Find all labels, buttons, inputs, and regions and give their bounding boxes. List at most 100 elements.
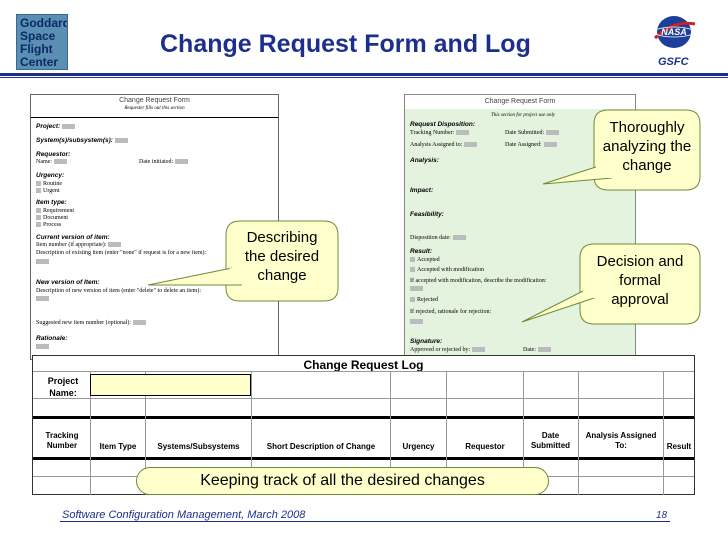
callout-line: change bbox=[257, 267, 307, 284]
item-type-option: Document bbox=[43, 215, 68, 221]
col-header-line: Tracking bbox=[45, 431, 79, 440]
modification-label: If accepted with modification, describe … bbox=[410, 278, 547, 284]
org-label: GSFC bbox=[658, 56, 689, 68]
rationale-label: Rationale: bbox=[36, 335, 68, 342]
approved-by-label: Approved or rejected by: bbox=[410, 347, 471, 353]
page-title: Change Request Form and Log bbox=[160, 30, 531, 58]
log-grid-line bbox=[33, 398, 694, 399]
item-type-checkbox[interactable] bbox=[36, 222, 41, 228]
title-divider-thin bbox=[0, 77, 728, 78]
callout-describing-bubble bbox=[225, 220, 339, 302]
col-result: Result bbox=[666, 442, 692, 451]
date-initiated-label: Date initiated: bbox=[139, 159, 174, 165]
date-initiated-field[interactable] bbox=[175, 159, 189, 165]
project-name-label: Project Name: bbox=[39, 375, 87, 399]
form-divider bbox=[31, 117, 278, 118]
callout-line: analyzing the bbox=[602, 138, 692, 155]
footer-text: Software Configuration Management, March… bbox=[62, 509, 306, 521]
log-col-line bbox=[446, 371, 447, 495]
item-number-field[interactable] bbox=[108, 242, 122, 248]
col-header-line: Submitted bbox=[530, 441, 571, 450]
date-assigned-label: Date Assigned: bbox=[505, 142, 542, 148]
project-name-field[interactable] bbox=[90, 374, 251, 396]
tracking-field[interactable] bbox=[456, 130, 470, 136]
item-type-label: Item type: bbox=[36, 199, 67, 206]
date-submitted-field[interactable] bbox=[546, 130, 560, 136]
project-label-line: Project bbox=[47, 376, 79, 386]
title-divider bbox=[0, 73, 728, 76]
urgency-checkbox[interactable] bbox=[36, 188, 41, 194]
callout-tracking: Keeping track of all the desired changes bbox=[136, 467, 549, 495]
log-col-line bbox=[145, 371, 146, 495]
rejection-field[interactable] bbox=[410, 319, 423, 325]
callout-line: change bbox=[622, 157, 672, 174]
current-version-label: Current version of item: bbox=[36, 234, 110, 241]
log-header-rule bbox=[33, 416, 694, 419]
col-header-line: Analysis Assigned bbox=[585, 431, 657, 440]
callout-line: Decision and bbox=[596, 253, 684, 270]
result-checkbox[interactable] bbox=[410, 267, 415, 273]
disposition-date-field[interactable] bbox=[452, 235, 466, 241]
date-submitted-label: Date Submitted: bbox=[505, 130, 545, 136]
suggested-number-label: Suggested new item number (optional): bbox=[36, 320, 131, 326]
tracking-label: Tracking Number: bbox=[410, 130, 455, 136]
system-label: System(s)/subsystem(s): bbox=[36, 137, 113, 144]
logo-line: Space bbox=[20, 29, 56, 43]
sign-date-label: Date: bbox=[523, 347, 536, 353]
desc-new-field[interactable] bbox=[36, 296, 49, 302]
callout-line: approval bbox=[611, 291, 669, 308]
log-col-line bbox=[663, 371, 664, 495]
callout-line: Thoroughly bbox=[609, 119, 685, 136]
log-col-line bbox=[390, 371, 391, 495]
col-header-line: To: bbox=[615, 441, 627, 450]
page-number: 18 bbox=[656, 510, 668, 521]
urgency-label: Urgency: bbox=[36, 172, 65, 179]
project-label: Project: bbox=[36, 123, 61, 130]
item-type-checkbox[interactable] bbox=[36, 208, 41, 214]
item-type-checkbox[interactable] bbox=[36, 215, 41, 221]
date-assigned-field[interactable] bbox=[543, 142, 557, 148]
item-number-label: Item number (if appropriate): bbox=[36, 242, 107, 248]
urgency-option: Routine bbox=[43, 181, 62, 187]
logo-line: Center bbox=[20, 55, 59, 69]
callout-line: Describing bbox=[246, 229, 318, 246]
col-requestor: Requestor bbox=[465, 442, 505, 451]
desc-new-label: Description of new version of item (ente… bbox=[36, 288, 202, 294]
callout-analyzing-bubble bbox=[593, 109, 701, 191]
sign-date-field[interactable] bbox=[538, 347, 551, 353]
logo-line: Goddard bbox=[20, 16, 68, 30]
approved-by-field[interactable] bbox=[472, 347, 486, 353]
project-field[interactable] bbox=[62, 124, 76, 130]
callout-analyzing-tail bbox=[542, 164, 613, 185]
col-analysis-assigned: Analysis Assigned To: bbox=[579, 431, 663, 451]
urgency-checkbox[interactable] bbox=[36, 181, 41, 187]
desc-existing-field[interactable] bbox=[36, 259, 49, 265]
item-type-option: Requirement bbox=[43, 208, 74, 214]
result-checkbox[interactable] bbox=[410, 257, 415, 263]
signature-label: Signature: bbox=[410, 338, 443, 345]
col-header-line: Date bbox=[541, 431, 560, 440]
nasa-logo-text: NASA bbox=[661, 27, 687, 37]
suggested-number-field[interactable] bbox=[132, 320, 146, 326]
col-item-type: Item Type bbox=[99, 442, 137, 451]
log-grid-line bbox=[33, 371, 694, 372]
log-col-line bbox=[578, 371, 579, 495]
analysis-assigned-label: Analysis Assigned to: bbox=[410, 142, 463, 148]
system-field[interactable] bbox=[114, 138, 128, 144]
callout-analyzing: Thoroughly analyzing the change bbox=[594, 118, 700, 175]
desc-existing-label: Description of existing item (enter "non… bbox=[36, 250, 207, 256]
result-label: Result: bbox=[410, 248, 433, 255]
result-option: Accepted bbox=[417, 257, 440, 263]
rationale-field[interactable] bbox=[36, 344, 49, 350]
analysis-assigned-field[interactable] bbox=[464, 142, 478, 148]
log-col-line bbox=[90, 371, 91, 495]
result-option: Accepted with modification bbox=[417, 267, 484, 273]
urgency-option: Urgent bbox=[43, 188, 60, 194]
name-field[interactable] bbox=[54, 159, 67, 165]
result-checkbox[interactable] bbox=[410, 297, 415, 303]
callout-decision-tail bbox=[521, 287, 601, 323]
log-col-line bbox=[523, 371, 524, 495]
logo-line: Flight bbox=[20, 42, 53, 56]
project-label-line: Name: bbox=[49, 388, 77, 398]
modification-field[interactable] bbox=[410, 286, 423, 292]
